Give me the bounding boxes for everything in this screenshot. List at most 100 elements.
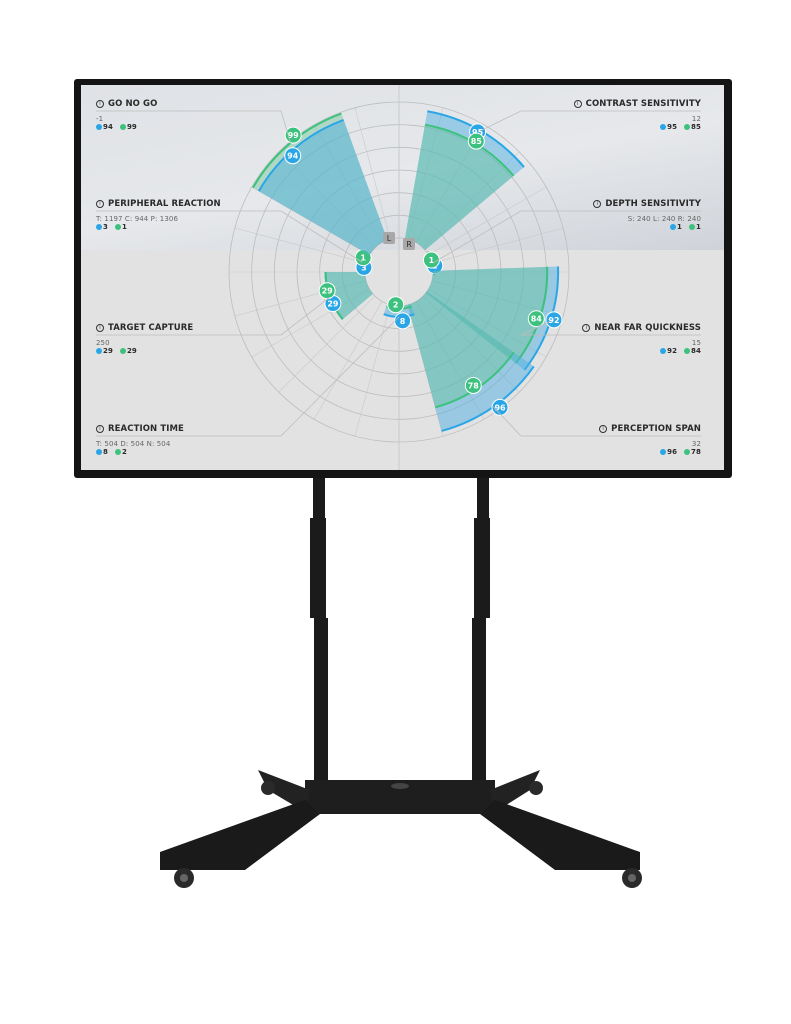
green-score: 85	[691, 123, 701, 131]
blue-value-label: 29	[327, 300, 339, 309]
leader-line	[96, 210, 363, 263]
leader-line	[480, 110, 701, 132]
metric-label-go-no-go[interactable]: i GO NO GO -1 94 99	[96, 99, 157, 131]
metric-name: DEPTH SENSITIVITY	[605, 199, 701, 209]
green-score: 2	[121, 448, 127, 456]
info-icon[interactable]: i	[593, 200, 602, 208]
info-icon[interactable]: i	[573, 100, 582, 108]
blue-score: 29	[103, 347, 113, 355]
metric-detail: T: 504 D: 504 N: 504	[96, 440, 171, 448]
blue-value-label: 8	[400, 317, 406, 326]
green-wedge	[425, 266, 548, 364]
blue-value-badge	[545, 311, 563, 329]
metric-label-reaction-time[interactable]: i REACTION TIME T: 504 D: 504 N: 504 8 2	[96, 424, 184, 456]
info-icon[interactable]: i	[582, 324, 591, 332]
blue-dot-icon	[96, 124, 102, 130]
blue-value-label: 94	[287, 152, 299, 161]
green-value-label: 78	[468, 381, 480, 390]
dashboard-screen: 95851192849678822929319499LR iGO NO GO -…	[81, 85, 724, 470]
green-dot-icon	[119, 348, 126, 354]
blue-score: 8	[103, 448, 108, 456]
inner-tag	[383, 232, 395, 244]
green-value-label: 1	[429, 256, 435, 265]
leader-line	[96, 110, 291, 143]
grid-spoke	[278, 295, 376, 393]
blue-value-label: 3	[361, 263, 367, 272]
leader-line	[96, 316, 400, 437]
green-value-badge	[318, 282, 336, 300]
blue-dot-icon	[96, 348, 102, 354]
green-value-badge	[422, 251, 440, 269]
green-dot-icon	[119, 124, 126, 130]
blue-dot-icon	[670, 224, 677, 230]
metric-name: GO NO GO	[108, 99, 158, 109]
info-icon[interactable]: i	[599, 425, 608, 433]
green-value-badge	[527, 310, 545, 328]
green-score: 1	[121, 223, 127, 231]
info-icon[interactable]: i	[96, 324, 104, 332]
grid-spoke	[354, 304, 391, 437]
inner-tag-label: L	[387, 234, 392, 243]
leader-line	[432, 210, 701, 264]
blue-value-label: 96	[494, 403, 506, 412]
blue-value-badge	[491, 398, 509, 416]
inner-tag-label: R	[406, 240, 412, 249]
metric-detail: 250	[96, 339, 110, 347]
blue-score: 96	[667, 448, 678, 456]
blue-dot-icon	[660, 124, 667, 130]
metric-name: CONTRAST SENSITIVITY	[585, 99, 701, 109]
green-score: 99	[126, 123, 137, 131]
green-value-label: 99	[288, 131, 300, 140]
green-value-badge	[387, 296, 405, 314]
grid-spoke	[354, 107, 391, 240]
info-icon[interactable]: i	[96, 100, 104, 108]
metric-name: TARGET CAPTURE	[108, 323, 194, 333]
polar-chart: 95851192849678822929319499LR	[96, 85, 701, 470]
grid-spoke	[313, 301, 383, 420]
green-dot-icon	[684, 124, 691, 130]
metric-detail: S: 240 L: 240 R: 240	[627, 215, 701, 223]
leader-line	[520, 320, 701, 336]
metric-name: REACTION TIME	[108, 424, 184, 434]
grid-spoke	[234, 227, 367, 264]
grid-spoke	[251, 186, 370, 256]
inner-tag	[403, 238, 415, 250]
stand-pole-right-bottom	[472, 618, 486, 798]
leader-line	[96, 296, 331, 336]
blue-value-label: 95	[472, 128, 484, 137]
metric-name: NEAR FAR QUICKNESS	[594, 323, 701, 333]
green-value-label: 1	[360, 254, 366, 263]
green-dot-icon	[114, 449, 121, 455]
green-value-badge	[467, 132, 485, 150]
green-score: 1	[696, 223, 701, 231]
green-score: 84	[691, 347, 701, 355]
metric-detail: 15	[691, 339, 701, 347]
stand-pole-left	[310, 518, 326, 618]
green-value-badge	[464, 376, 482, 394]
blue-dot-icon	[660, 348, 667, 354]
metric-name: PERIPHERAL REACTION	[108, 199, 221, 209]
metric-name: PERCEPTION SPAN	[611, 424, 701, 434]
green-value-label: 29	[322, 287, 334, 296]
green-value-label: 84	[531, 315, 543, 324]
blue-score: 95	[667, 123, 678, 131]
blue-score: 1	[677, 223, 683, 231]
blue-wedge	[407, 291, 534, 431]
info-icon[interactable]: i	[96, 425, 104, 433]
blue-score: 3	[103, 223, 108, 231]
metric-detail: -1	[96, 115, 104, 123]
stand-pole-right-top	[477, 478, 489, 518]
stand-pole-right	[474, 518, 490, 618]
green-value-label: 2	[393, 301, 399, 310]
blue-score: 94	[103, 123, 113, 131]
blue-wedge	[425, 266, 559, 370]
blue-dot-icon	[660, 449, 667, 455]
info-icon[interactable]: i	[96, 200, 104, 208]
